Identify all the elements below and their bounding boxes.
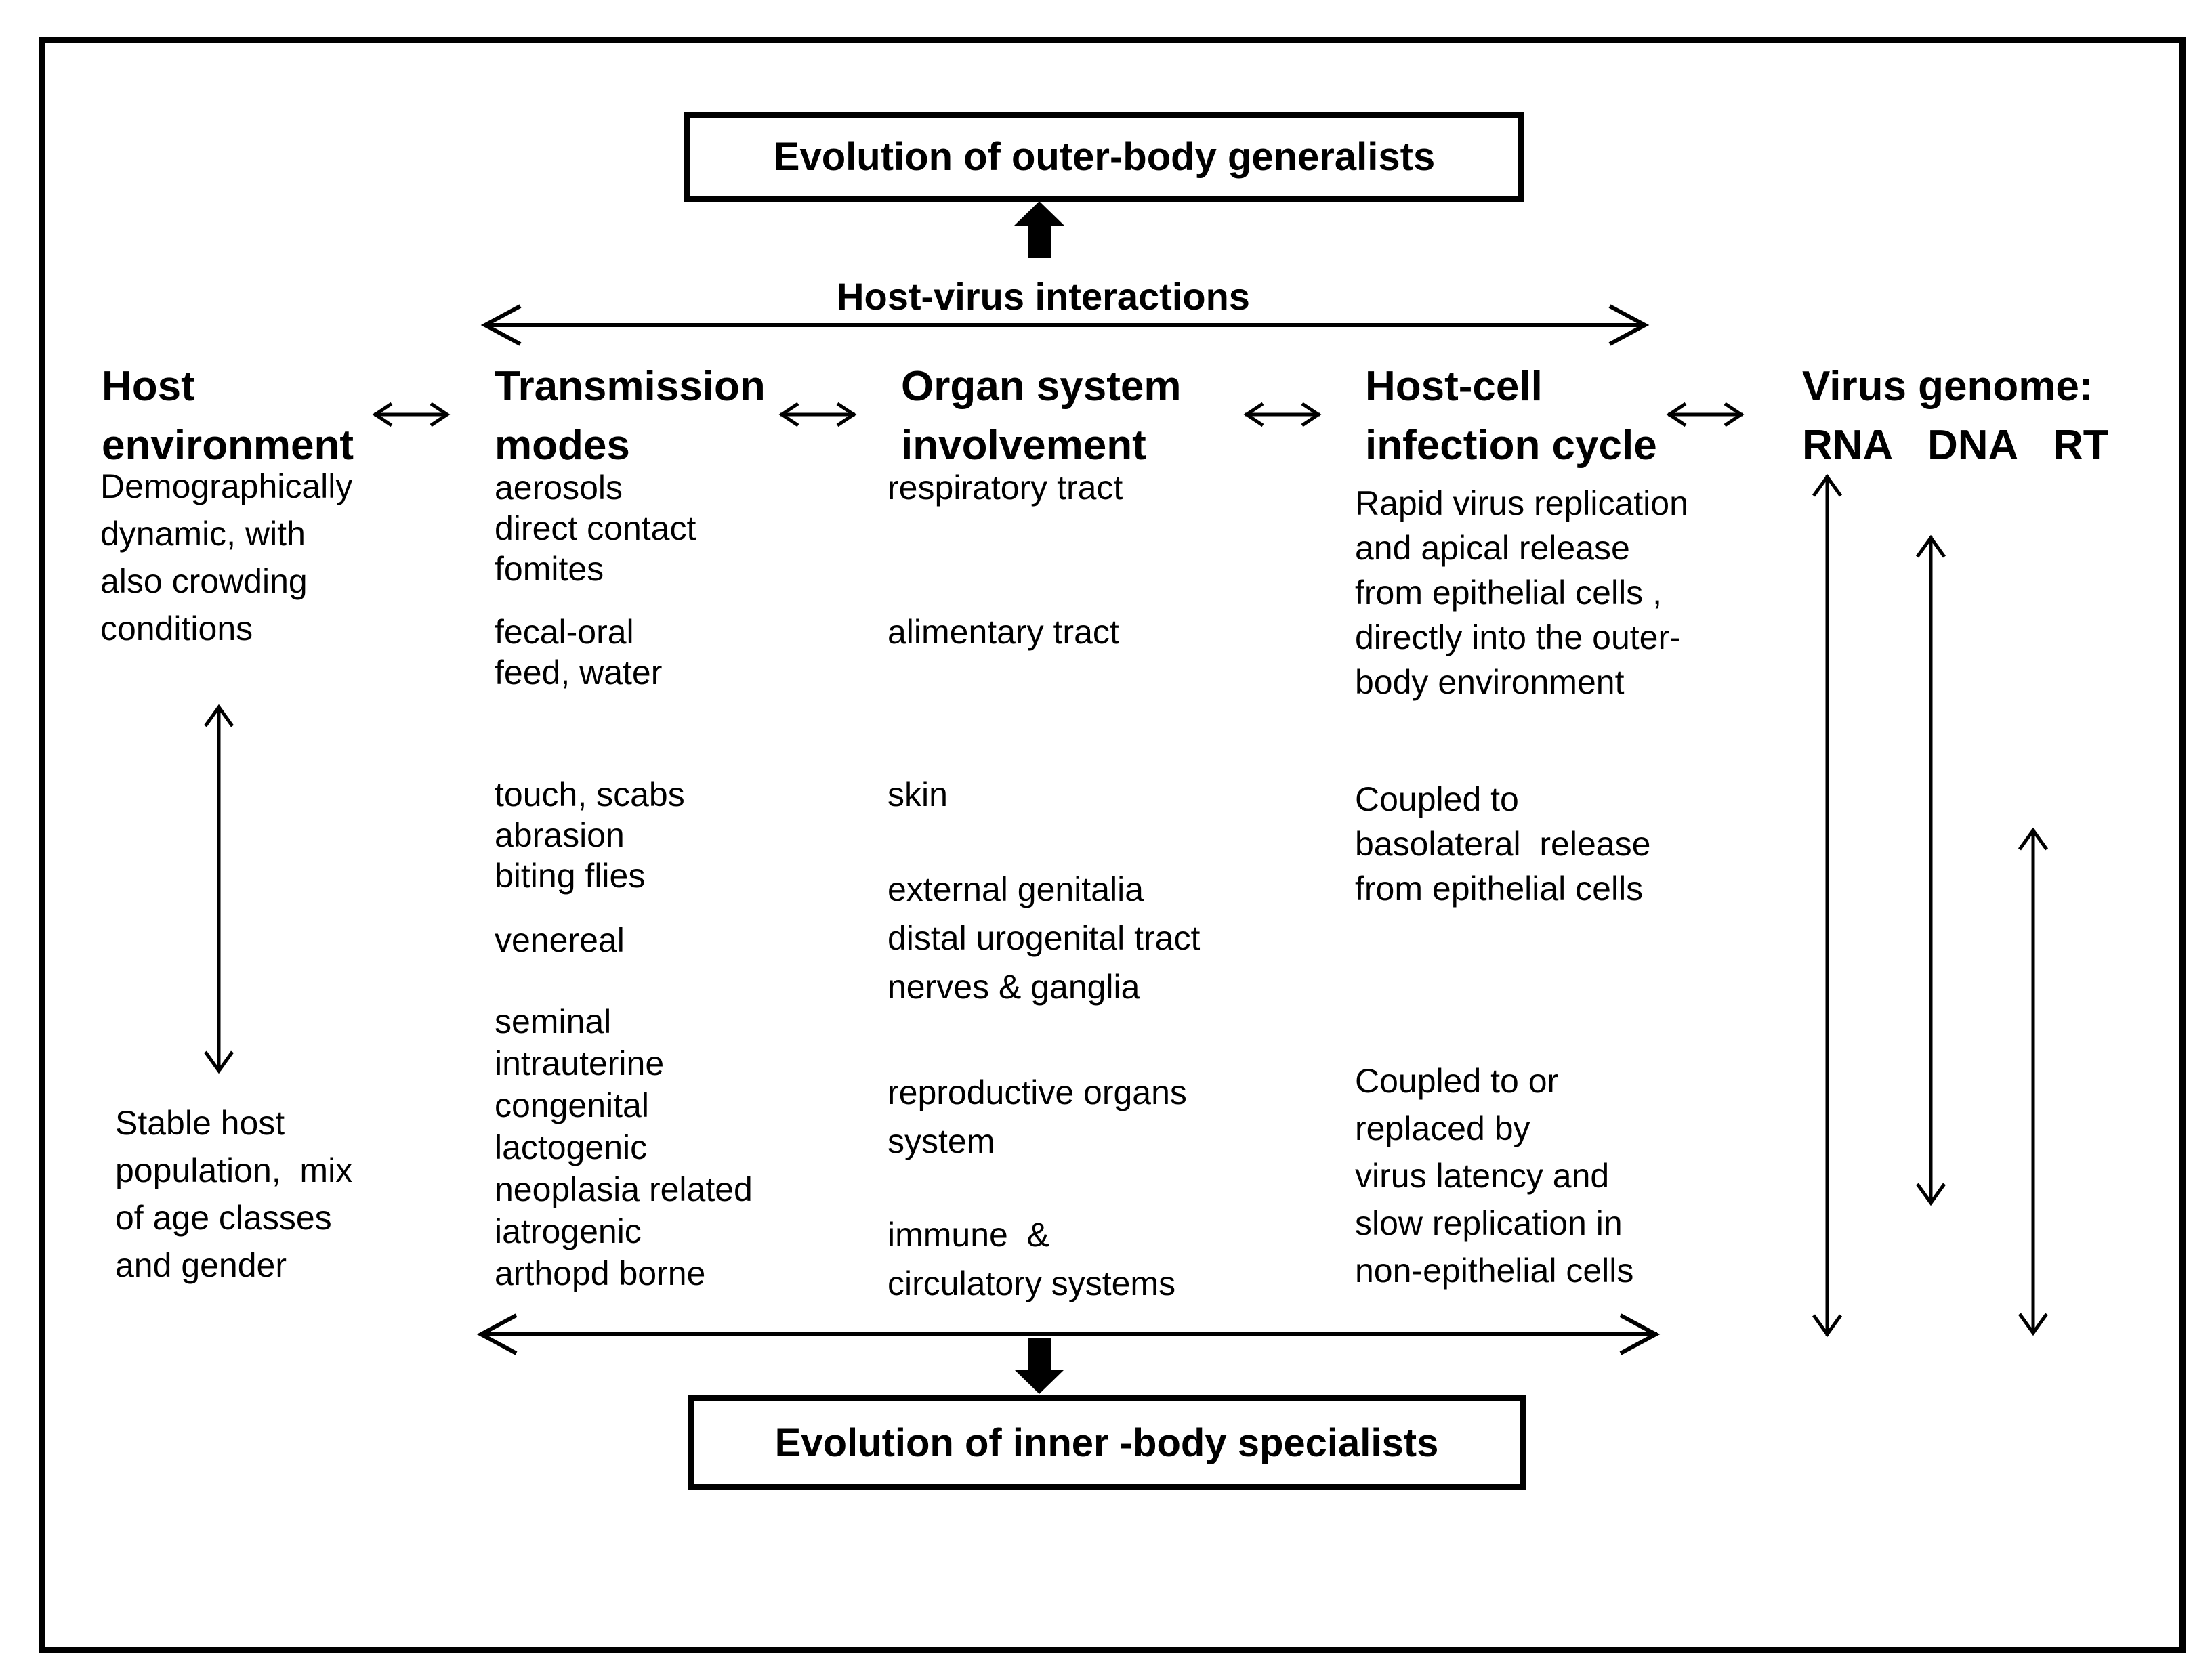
organ-item: reproductive organs [888,1074,1187,1111]
transmission-item: feed, water [495,654,663,692]
host-env-stable-line: and gender [115,1246,287,1284]
transmission-item: fecal-oral [495,613,634,651]
transmission-item: direct contact [495,509,696,547]
organ-item: external genitalia [888,870,1144,908]
organ-item: respiratory tract [888,469,1123,507]
host-cell-line: Coupled to or [1355,1062,1559,1100]
host-env-stable-line: Stable host [115,1104,285,1142]
host-cell-line: basolateral release [1355,825,1651,863]
bottom-box-label: Evolution of inner -body specialists [774,1420,1439,1465]
host-env-dynamic-line: conditions [100,610,253,648]
outer-border [39,37,2186,1653]
top-box: Evolution of outer-body generalists [684,112,1524,202]
host-cell-line: from epithelial cells , [1355,574,1662,612]
bottom-box: Evolution of inner -body specialists [688,1395,1526,1490]
header-organ-line2: involvement [901,422,1146,469]
genome-type-dna: DNA [1927,422,2019,469]
header-organ-line1: Organ system [901,363,1182,410]
genome-type-rna: RNA [1802,422,1894,469]
transmission-item: congenital [495,1086,649,1124]
host-env-dynamic-line: dynamic, with [100,515,306,553]
header-host-environment-line1: Host [102,363,195,410]
transmission-item: neoplasia related [495,1170,753,1208]
transmission-item: biting flies [495,857,646,895]
host-cell-line: replaced by [1355,1109,1530,1147]
organ-item: circulatory systems [888,1265,1176,1302]
header-host-environment-line2: environment [102,422,354,469]
host-cell-line: body environment [1355,663,1625,701]
transmission-item: fomites [495,550,604,588]
transmission-item: lactogenic [495,1128,648,1166]
transmission-item: touch, scabs [495,776,685,813]
host-env-stable-line: population, mix [115,1151,353,1189]
organ-item: nerves & ganglia [888,968,1140,1006]
organ-item: distal urogenital tract [888,919,1201,957]
transmission-item: venereal [495,921,625,959]
host-env-stable-line: of age classes [115,1199,332,1237]
transmission-item: seminal [495,1002,612,1040]
organ-item: skin [888,776,948,813]
host-env-dynamic-line: also crowding [100,562,308,600]
host-cell-line: virus latency and [1355,1157,1610,1195]
transmission-item: aerosols [495,469,623,507]
host-cell-line: and apical release [1355,529,1630,567]
header-virus-genome: Virus genome: [1802,363,2093,410]
host-virus-interactions-label: Host-virus interactions [837,275,1250,318]
host-cell-line: directly into the outer- [1355,618,1681,656]
host-cell-line: from epithelial cells [1355,870,1644,908]
transmission-item: intrauterine [495,1044,665,1082]
genome-type-rt: RT [2053,422,2109,469]
header-transmission-line1: Transmission [495,363,766,410]
organ-item: alimentary tract [888,613,1119,651]
host-cell-line: Coupled to [1355,780,1519,818]
organ-item: system [888,1122,995,1160]
host-env-dynamic-line: Demographically [100,467,353,505]
header-transmission-line2: modes [495,422,630,469]
transmission-item: arthopd borne [495,1254,706,1292]
organ-item: immune & [888,1216,1049,1254]
host-cell-line: slow replication in [1355,1204,1623,1242]
transmission-item: abrasion [495,816,625,854]
host-cell-line: non-epithelial cells [1355,1252,1634,1290]
host-cell-line: Rapid virus replication [1355,484,1688,522]
top-box-label: Evolution of outer-body generalists [773,135,1436,179]
header-host-cell-line1: Host-cell [1365,363,1543,410]
transmission-item: iatrogenic [495,1212,642,1250]
header-host-cell-line2: infection cycle [1365,422,1657,469]
